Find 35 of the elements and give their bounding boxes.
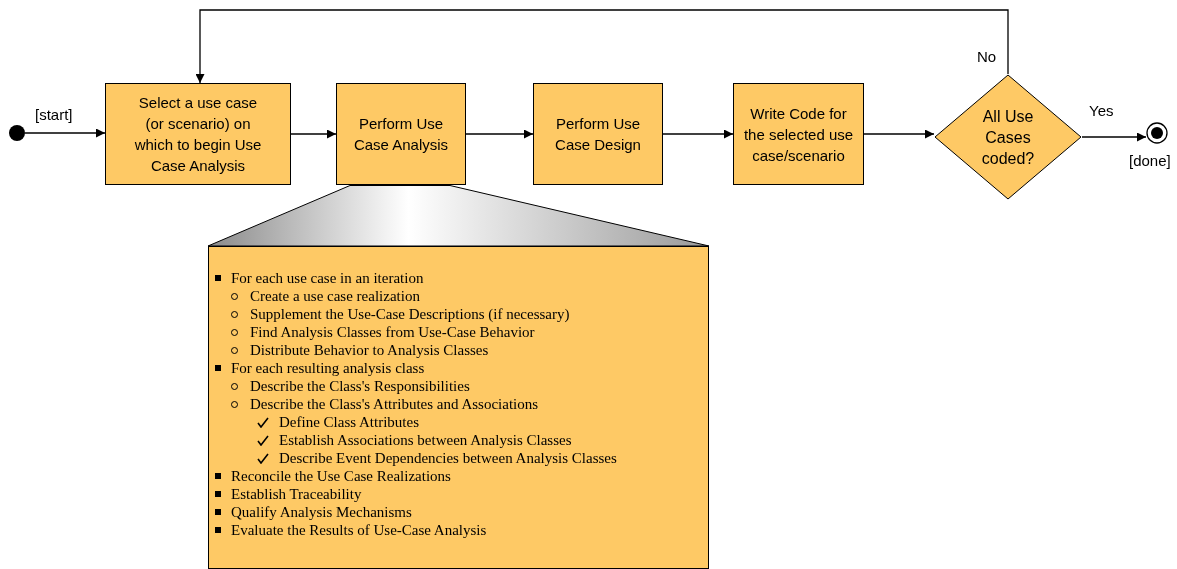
- list-item: For each use case in an iteration: [231, 269, 424, 287]
- initial-node: [9, 125, 25, 141]
- arrow: [290, 129, 337, 139]
- list-item: Find Analysis Classes from Use-Case Behavior: [250, 323, 535, 341]
- list-item: Create a use case realization: [250, 287, 420, 305]
- activity-box: Write Code for the selected use case/scenario: [733, 83, 864, 185]
- list-item: Reconcile the Use Case Realizations: [231, 467, 451, 485]
- activity-box: Perform Use Case Analysis: [336, 83, 466, 185]
- list-item: Establish Associations between Analysis Classes: [279, 431, 572, 449]
- arrow: [662, 129, 734, 139]
- edge-label: Yes: [1088, 103, 1115, 118]
- list-item: For each resulting analysis class: [231, 359, 425, 377]
- list-item: Supplement the Use-Case Descriptions (if necessary): [250, 305, 570, 323]
- arrow: [863, 129, 935, 139]
- arrow: [195, 9, 1009, 84]
- list-item: Define Class Attributes: [279, 413, 419, 431]
- list-item: Describe the Class's Attributes and Associations: [250, 395, 539, 413]
- edge-label: No: [976, 49, 998, 64]
- arrow: [1081, 132, 1147, 142]
- arrow: [465, 129, 534, 139]
- list-item: Describe Event Dependencies between Analysis Classes: [279, 449, 617, 467]
- list-item: Establish Traceability: [231, 485, 362, 503]
- arrow: [24, 128, 106, 138]
- list-item: Evaluate the Results of Use-Case Analysis: [231, 521, 487, 539]
- node-caption: [done]: [1129, 153, 1171, 168]
- edge-label: [start]: [34, 107, 74, 122]
- list-item: Qualify Analysis Mechanisms: [231, 503, 412, 521]
- list-item: Describe the Class's Responsibilities: [250, 377, 470, 395]
- list-item: Distribute Behavior to Analysis Classes: [250, 341, 489, 359]
- note-box: [208, 246, 709, 569]
- decision-text: All Use Cases coded?: [980, 106, 1036, 169]
- activity-box: Select a use case (or scenario) on which to begin Use Case Analysis: [105, 83, 291, 185]
- callout-wedge: [208, 185, 709, 246]
- decision-diamond: [934, 74, 1082, 200]
- activity-box: Perform Use Case Design: [533, 83, 663, 185]
